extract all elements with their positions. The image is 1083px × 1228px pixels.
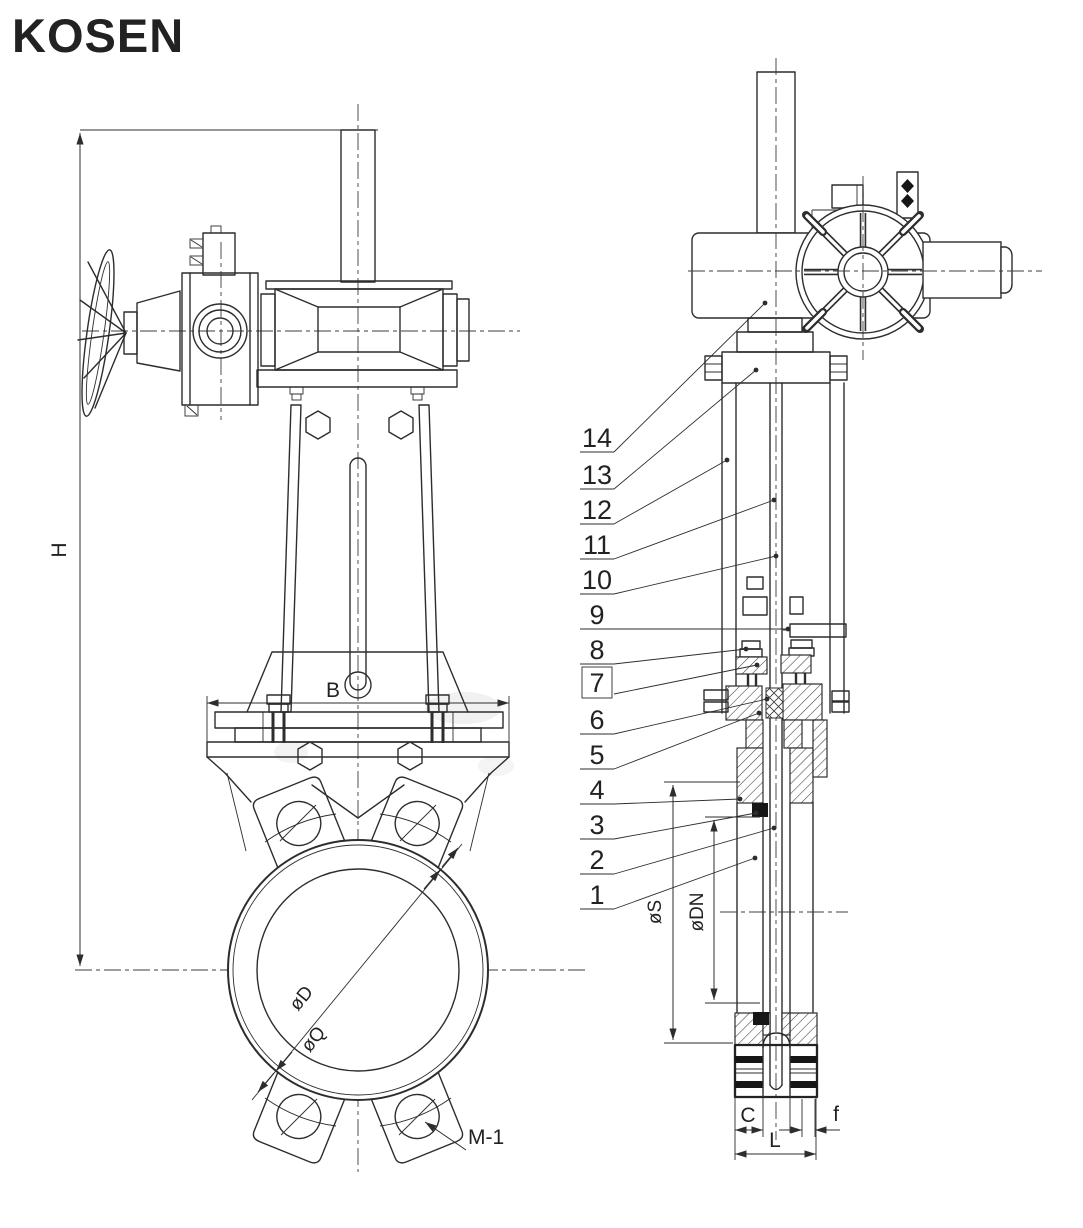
part-number-7: 7 — [589, 668, 604, 698]
part-number-10: 10 — [582, 565, 612, 595]
stem-connector-side — [742, 576, 847, 638]
dim-label-f: f — [833, 1103, 839, 1126]
dim-label-H: H — [48, 542, 71, 557]
part-number-13: 13 — [582, 460, 612, 490]
body-section-side — [720, 719, 848, 1049]
dimension-f: f — [779, 1099, 840, 1137]
dimension-H: H — [48, 129, 378, 966]
yoke-front — [246, 404, 469, 713]
side-view: øS øDN C f L — [645, 58, 1042, 1160]
bonnet-front — [206, 694, 510, 852]
part-number-12: 12 — [582, 495, 612, 525]
part-callouts: 14 13 12 11 10 9 8 7 6 5 4 3 2 1 — [580, 300, 791, 910]
actuator-front — [181, 225, 470, 417]
dim-label-M1: M-1 — [468, 1126, 504, 1149]
kosen-logo: KOSEN — [12, 9, 184, 62]
valve-body-front — [227, 776, 489, 1164]
dimension-L: L — [734, 1097, 817, 1160]
part-number-9: 9 — [589, 600, 604, 630]
part-number-8: 8 — [589, 635, 604, 665]
part-number-4: 4 — [589, 775, 604, 805]
part-number-5: 5 — [589, 740, 604, 770]
watermark-smudge — [274, 692, 514, 776]
thread-callout-M1: M-1 — [424, 1121, 504, 1151]
callout-7-box — [581, 666, 613, 699]
dim-label-oDN: øDN — [687, 892, 708, 931]
bottom-flange-side — [733, 1043, 819, 1099]
dim-label-B: B — [326, 679, 340, 702]
dim-label-C: C — [740, 1104, 755, 1127]
part-number-2: 2 — [589, 845, 604, 875]
dimension-oDN: øDN — [687, 816, 760, 1004]
part-number-3: 3 — [589, 810, 604, 840]
motor-side — [922, 241, 1013, 299]
part-number-11: 11 — [583, 530, 611, 560]
dim-label-oS: øS — [645, 900, 666, 924]
yoke-side — [704, 317, 848, 714]
stem-and-gate-side — [769, 382, 783, 1091]
part-number-6: 6 — [589, 705, 604, 735]
stem-front — [340, 129, 376, 283]
dimension-C: C — [734, 1097, 764, 1137]
part-number-14: 14 — [582, 423, 612, 453]
dimension-oS: øS — [645, 781, 740, 1044]
gland-side — [703, 639, 850, 749]
dim-label-L: L — [769, 1129, 781, 1152]
handwheel-front — [77, 249, 181, 417]
part-number-1: 1 — [589, 880, 604, 910]
front-view: H — [48, 104, 585, 1172]
